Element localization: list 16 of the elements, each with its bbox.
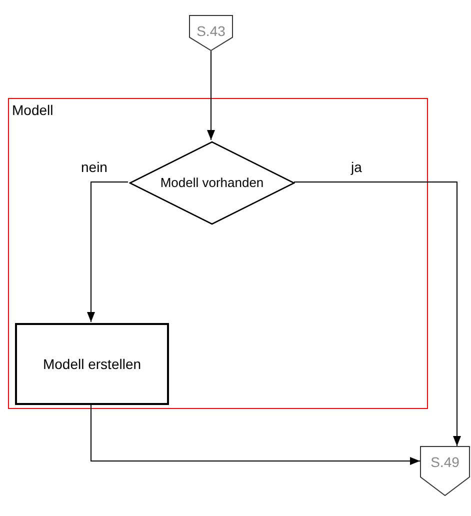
process-box bbox=[15, 323, 169, 405]
arrow bbox=[207, 50, 215, 140]
arrow bbox=[90, 404, 420, 465]
offpage-connector bbox=[420, 446, 470, 496]
node-label: S.43 bbox=[196, 23, 226, 39]
offpage-connector bbox=[189, 15, 233, 51]
decision-diamond bbox=[129, 141, 295, 225]
node-label: Modell erstellen bbox=[42, 354, 142, 374]
node-label: Modell vorhanden bbox=[160, 175, 264, 190]
arrow bbox=[294, 182, 461, 446]
node-label: Modell bbox=[12, 102, 54, 118]
node-label: S.49 bbox=[430, 454, 460, 470]
edge-label: nein bbox=[80, 160, 108, 174]
arrow bbox=[87, 182, 128, 322]
group-frame bbox=[8, 98, 428, 409]
edge-label: ja bbox=[350, 160, 363, 174]
